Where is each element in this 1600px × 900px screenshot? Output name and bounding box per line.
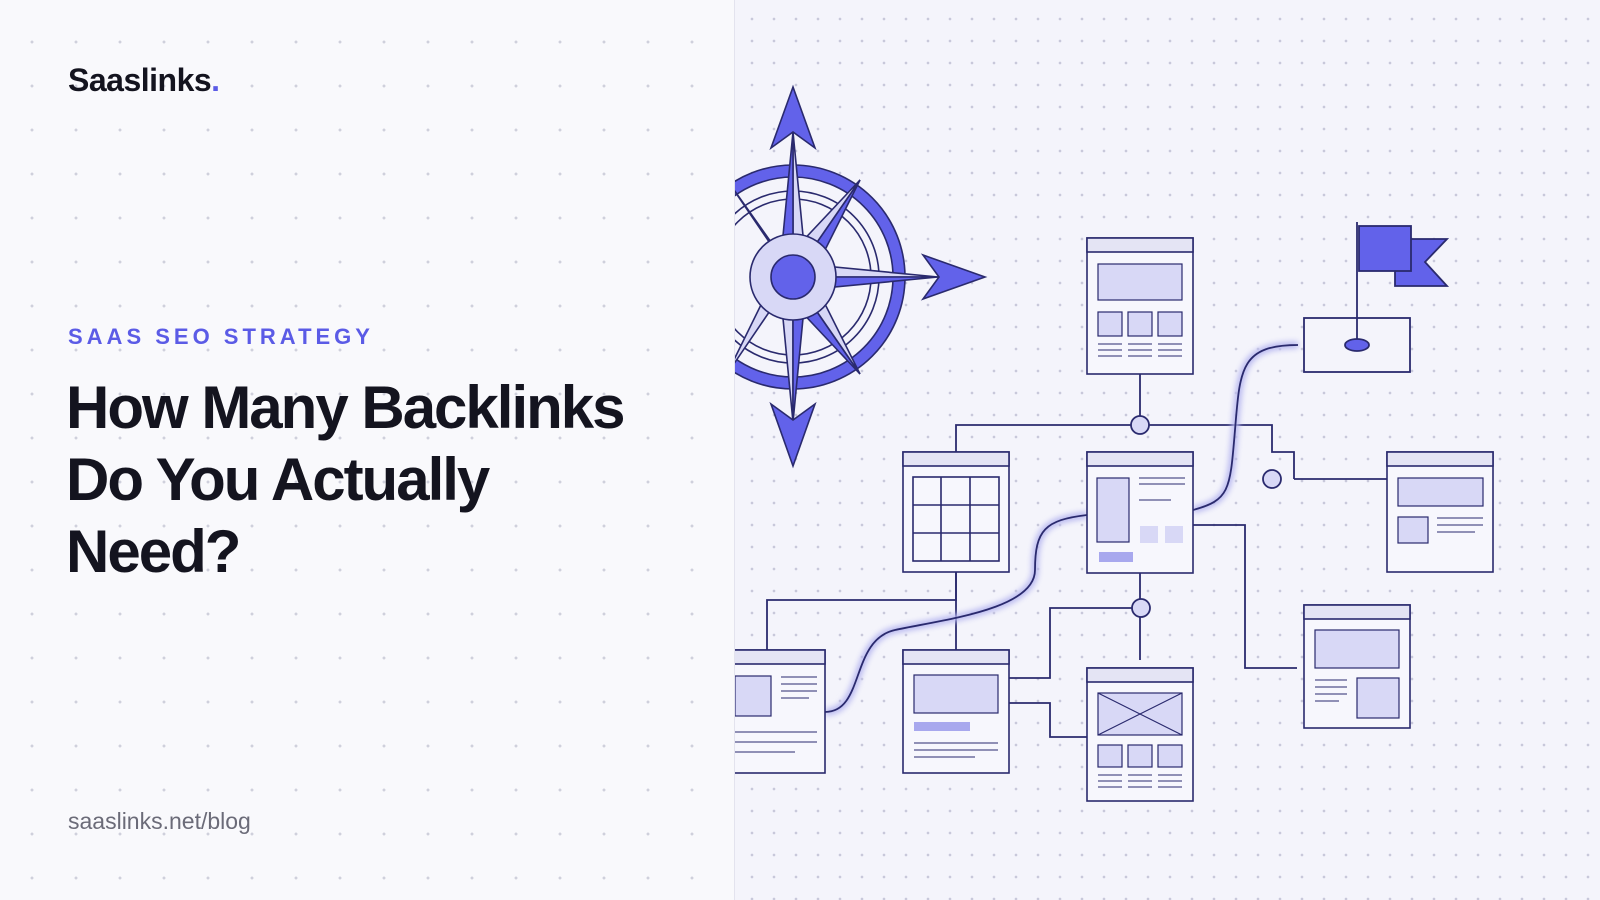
image-placeholder-icon	[1086, 667, 1194, 802]
brand-name: Saaslinks	[68, 62, 212, 98]
illustration-panel	[735, 0, 1600, 900]
page-card-bottom-left	[902, 649, 1010, 774]
category-label: SAAS SEO STRATEGY	[68, 324, 374, 349]
title-line-3: Need?	[66, 518, 241, 585]
connector-lines	[766, 374, 1387, 738]
brand-logo[interactable]: Saaslinks.	[68, 62, 220, 99]
highlight-path	[824, 341, 1299, 716]
flag-icon	[1303, 222, 1450, 373]
title-line-2: Do You Actually	[66, 446, 490, 513]
title-line-1: How Many Backlinks	[66, 374, 626, 441]
page-card-bottom-right	[1303, 604, 1411, 729]
footer-url[interactable]: saaslinks.net/blog	[68, 808, 251, 834]
connector-nodes	[1130, 415, 1282, 618]
page-title: How Many Backlinks Do You Actually Need?	[66, 372, 706, 588]
compass-icon	[735, 84, 988, 469]
sitemap-illustration	[735, 84, 1494, 802]
page-card-right	[1386, 451, 1494, 573]
page-card-top	[1086, 237, 1194, 375]
left-panel: Saaslinks. SAAS SEO STRATEGY How Many Ba…	[0, 0, 734, 900]
page-card-left-edge	[735, 649, 826, 774]
grid-icon	[902, 451, 1010, 573]
brand-dot: .	[211, 62, 220, 98]
panel-divider	[734, 0, 735, 900]
page-card-center	[1086, 451, 1194, 574]
page-cards	[735, 237, 1494, 802]
